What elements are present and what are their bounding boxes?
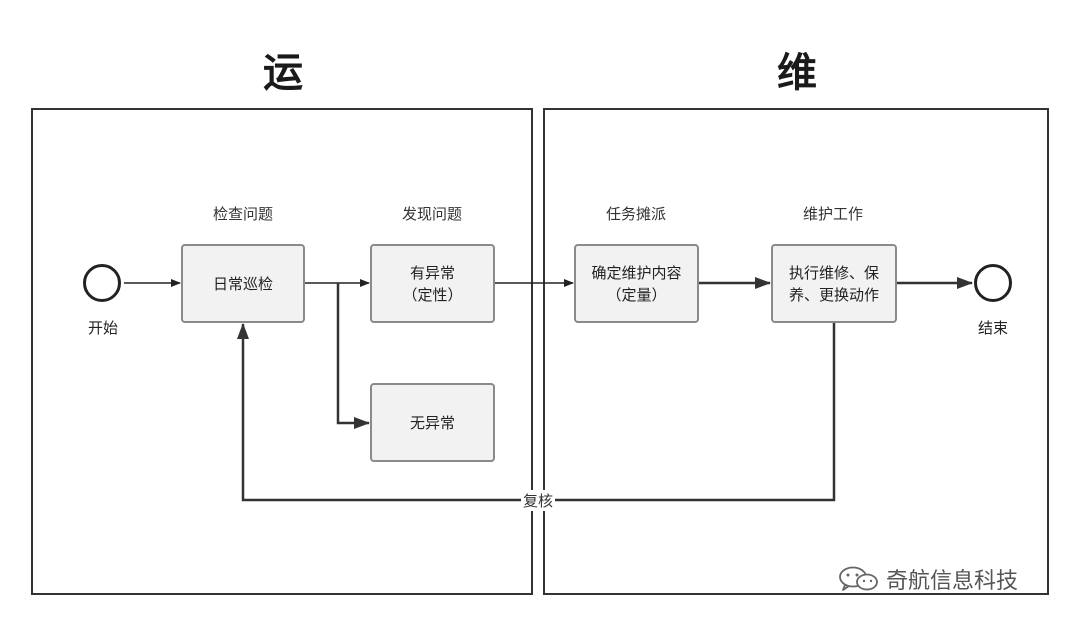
end-label: 结束 (977, 319, 1008, 337)
lane-title-operation: 运 (263, 50, 303, 96)
step-label-discover: 发现问题 (401, 205, 462, 223)
box-abnormal: 有异常 （定性） (370, 244, 495, 323)
box-normal: 无异常 (370, 383, 495, 462)
watermark-text: 奇航信息科技 (886, 569, 1019, 594)
lane-maintenance (543, 108, 1049, 595)
lane-title-maintenance: 维 (777, 50, 817, 96)
watermark: 奇航信息科技 (838, 563, 1018, 595)
edge-recheck (237, 323, 836, 502)
step-label-check: 检查问题 (212, 205, 273, 223)
edge-inspection-to-normal (336, 283, 370, 429)
wechat-icon (839, 566, 878, 591)
box-daily-inspection: 日常巡检 (181, 244, 305, 323)
end-node (974, 264, 1012, 302)
box-execute-work: 执行维修、保 养、更换动作 (771, 244, 897, 323)
start-label: 开始 (87, 319, 118, 337)
box-determine-content: 确定维护内容 （定量） (574, 244, 699, 323)
edge-label-recheck: 复核 (521, 490, 556, 511)
lane-operation (31, 108, 533, 595)
step-label-maintain: 维护工作 (802, 205, 863, 223)
step-label-assign: 任务摊派 (605, 205, 666, 223)
start-node (83, 264, 121, 302)
